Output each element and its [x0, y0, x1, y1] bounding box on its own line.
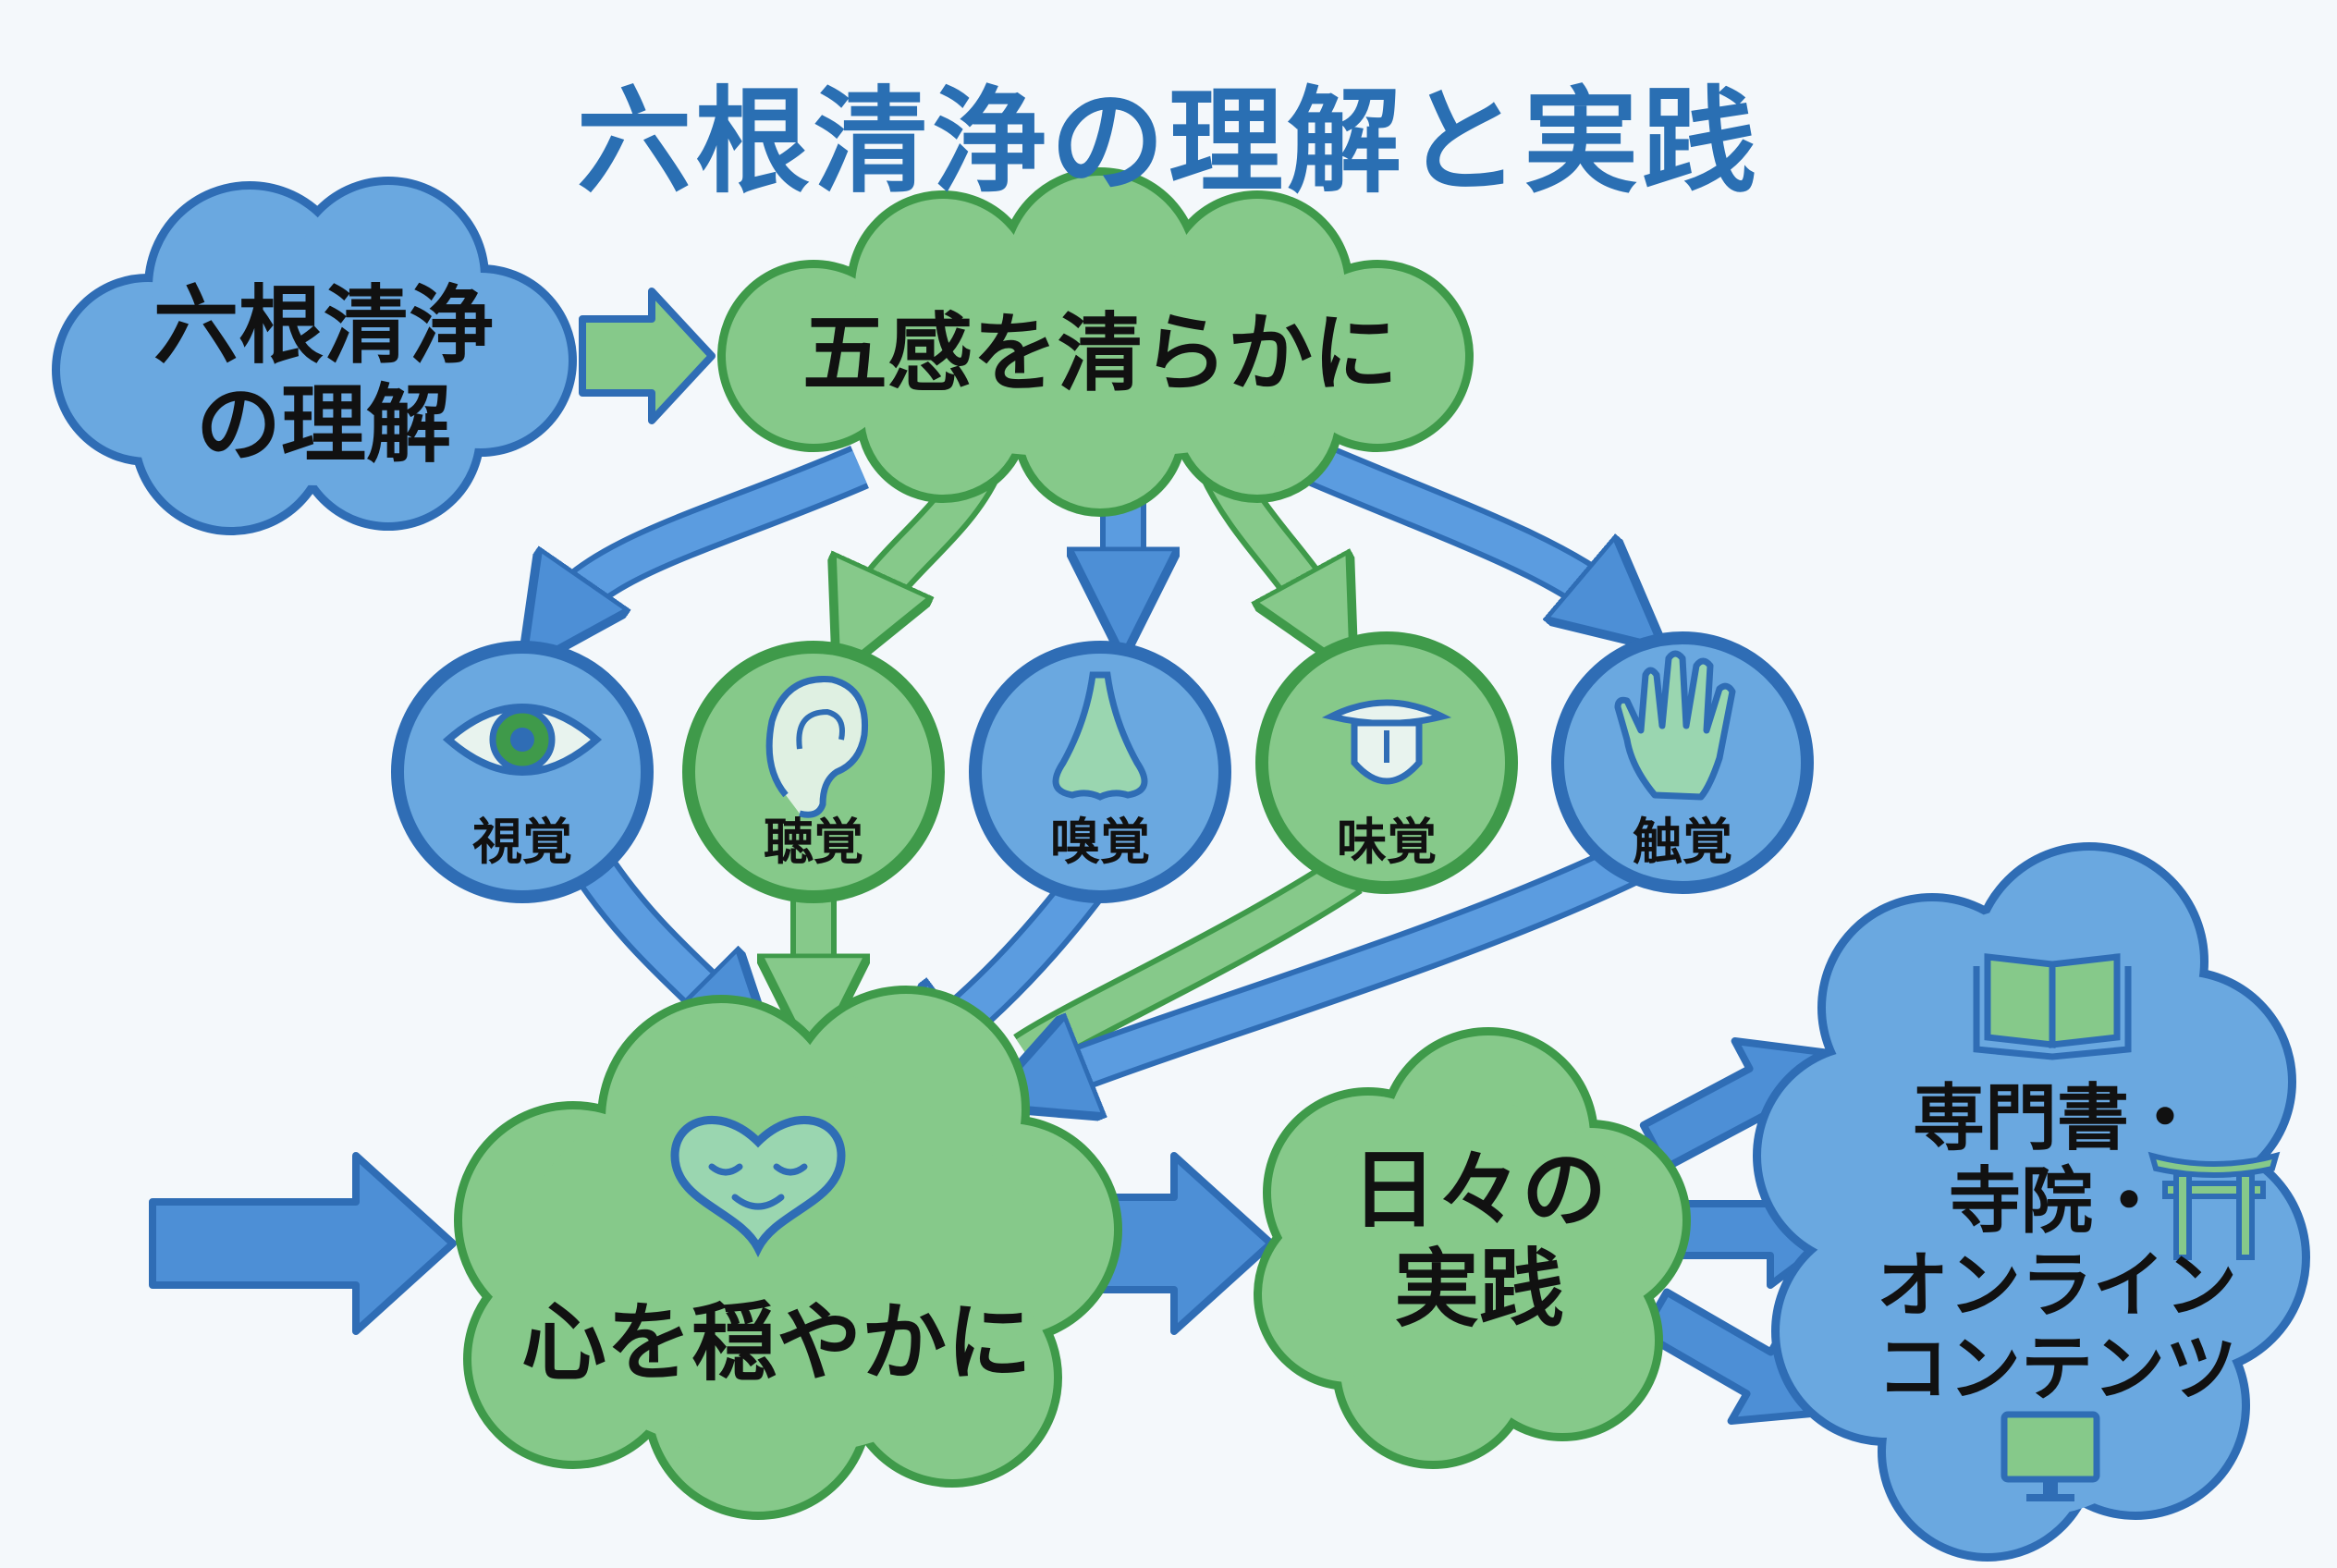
resources-line2: 寺院・	[1948, 1160, 2165, 1244]
cloud-calm-mind	[454, 986, 1122, 1520]
daily-practice-label: 日々の 実践	[1331, 1141, 1627, 1339]
arrows-senses-to-mind	[572, 843, 1637, 1082]
arrow-incoming-to-mind	[149, 1152, 457, 1335]
understanding-line1: 六根清浄	[153, 276, 494, 375]
understanding-label: 六根清浄 の理解	[139, 276, 508, 474]
ear-icon	[765, 676, 869, 818]
understanding-line2: の理解	[195, 374, 451, 474]
sense-label-taste: 味覚	[1337, 813, 1437, 871]
nose-icon	[1052, 671, 1148, 801]
cloud-purify	[717, 167, 1474, 517]
cloud-resources	[1753, 842, 2310, 1562]
sense-node-taste	[1255, 631, 1518, 894]
monitor-icon	[2001, 1411, 2100, 1501]
resources-line3: オンライン	[1876, 1243, 2237, 1328]
sense-label-smell: 嗅覚	[1050, 813, 1150, 871]
sense-label-hearing: 聴覚	[764, 813, 863, 871]
heart-face-icon	[670, 1116, 846, 1258]
daily-practice-line1: 日々の	[1351, 1141, 1607, 1240]
sense-node-hearing	[682, 641, 945, 903]
sense-node-touch	[1551, 631, 1814, 894]
hand-icon	[1614, 650, 1736, 801]
resources-line4: コンテンツ	[1876, 1328, 2237, 1412]
resources-label: 専門書・ 寺院・ オンライン コンテンツ	[1840, 1077, 2274, 1412]
temple-gate-icon	[2147, 1151, 2281, 1260]
page-title: 六根清浄の理解と実践	[576, 76, 1760, 209]
sense-label-touch: 触覚	[1633, 813, 1732, 871]
sense-node-sight	[391, 641, 654, 903]
sense-label-sight: 視覚	[472, 813, 572, 871]
cloud-daily-practice	[1254, 1027, 1691, 1469]
book-icon	[1973, 953, 2132, 1060]
tongue-icon	[1321, 699, 1452, 785]
sense-node-smell	[969, 641, 1231, 903]
arrow-understanding-to-purify	[579, 288, 716, 424]
block-arrows	[149, 288, 1848, 1425]
purify-label: 五感を清らかに	[801, 304, 1398, 403]
calm-mind-label: 心を穏やかに	[520, 1293, 1032, 1392]
daily-practice-line2: 実践	[1393, 1239, 1564, 1339]
cloud-understanding	[52, 177, 577, 535]
eye-icon	[442, 704, 603, 776]
resources-line1: 専門書・	[1912, 1077, 2201, 1160]
